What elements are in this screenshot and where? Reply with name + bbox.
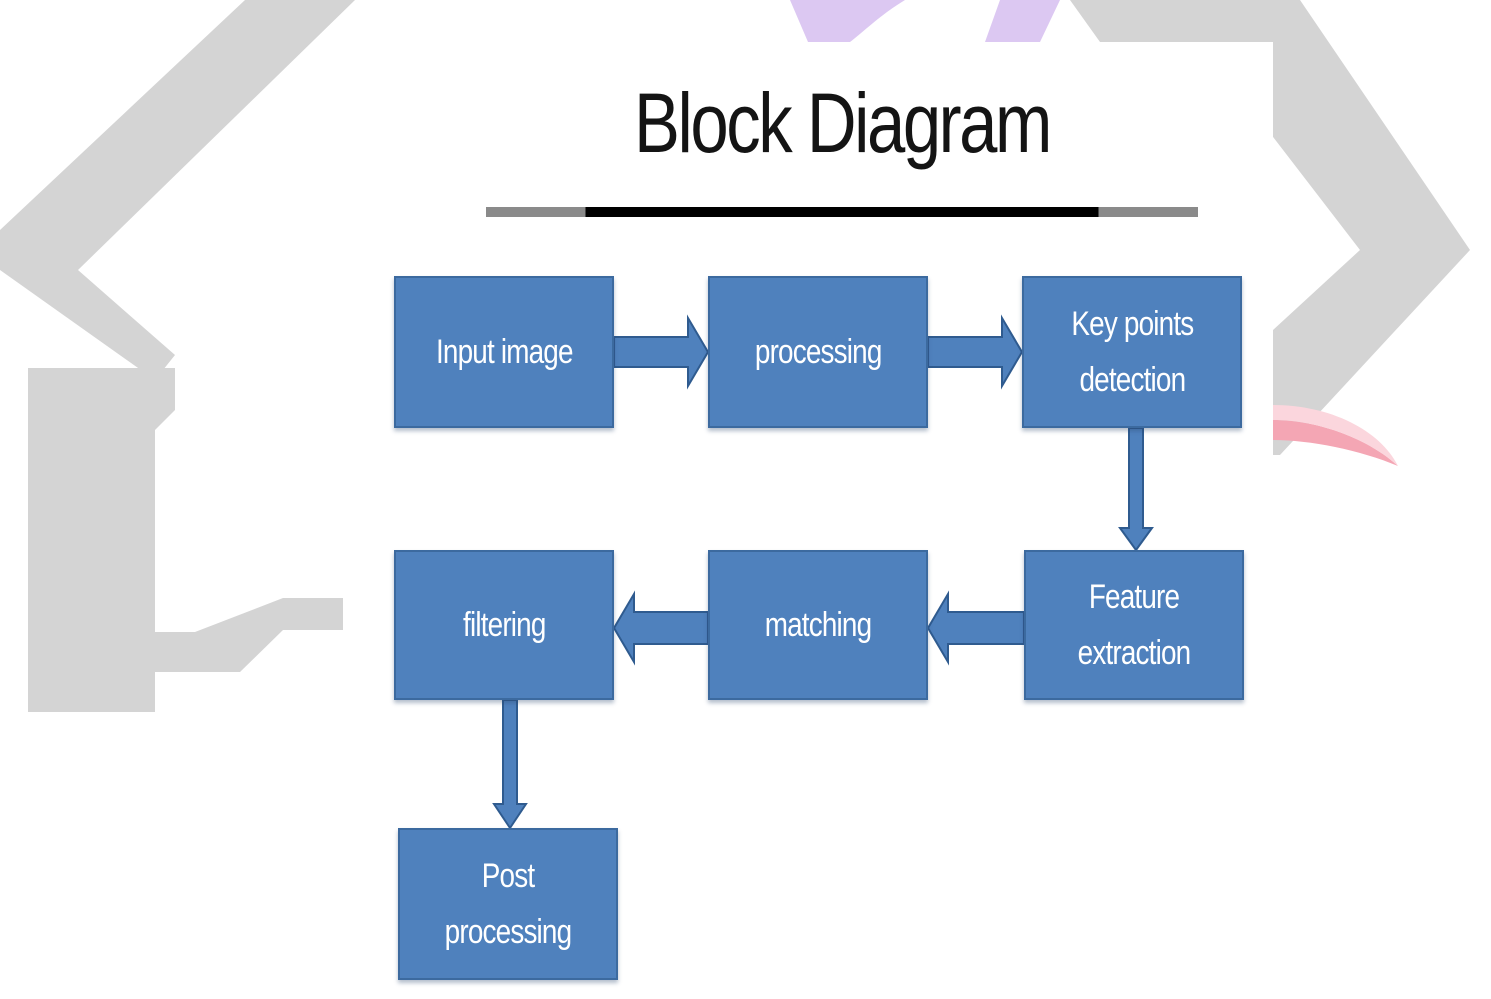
arrow-filtering-to-post [492, 699, 528, 830]
arrow-matching-to-filtering [612, 590, 709, 666]
block-matching: matching [708, 550, 928, 700]
title-underline [486, 207, 1198, 217]
block-label: Post processing [444, 857, 572, 951]
page-title: Block Diagram [634, 76, 1052, 170]
watermark-left-bracket [28, 368, 343, 712]
block-label: Input image [435, 333, 573, 371]
watermark-pink-swoosh-light [1273, 405, 1398, 466]
block-post-processing: Post processing [398, 828, 618, 980]
block-processing: processing [708, 276, 928, 428]
block-input-image: Input image [394, 276, 614, 428]
block-label: matching [764, 606, 872, 644]
arrow-feature-to-matching [926, 590, 1025, 666]
arrow-processing-to-keypoints [927, 314, 1024, 390]
arrow-input-to-processing [613, 314, 710, 390]
watermark-left-chevron [0, 0, 355, 380]
block-label: processing [754, 333, 882, 371]
block-feature-extraction: Feature extraction [1024, 550, 1244, 700]
watermark-pink-swoosh [1273, 420, 1398, 466]
block-label: Key points detection [1070, 305, 1194, 399]
watermark-purple-right [985, 0, 1060, 42]
watermark-purple-left [790, 0, 905, 42]
block-label: filtering [462, 606, 546, 644]
block-label: Feature extraction [1077, 578, 1191, 672]
arrow-keypoints-to-feature [1118, 427, 1154, 552]
block-filtering: filtering [394, 550, 614, 700]
block-key-points-detection: Key points detection [1022, 276, 1242, 428]
